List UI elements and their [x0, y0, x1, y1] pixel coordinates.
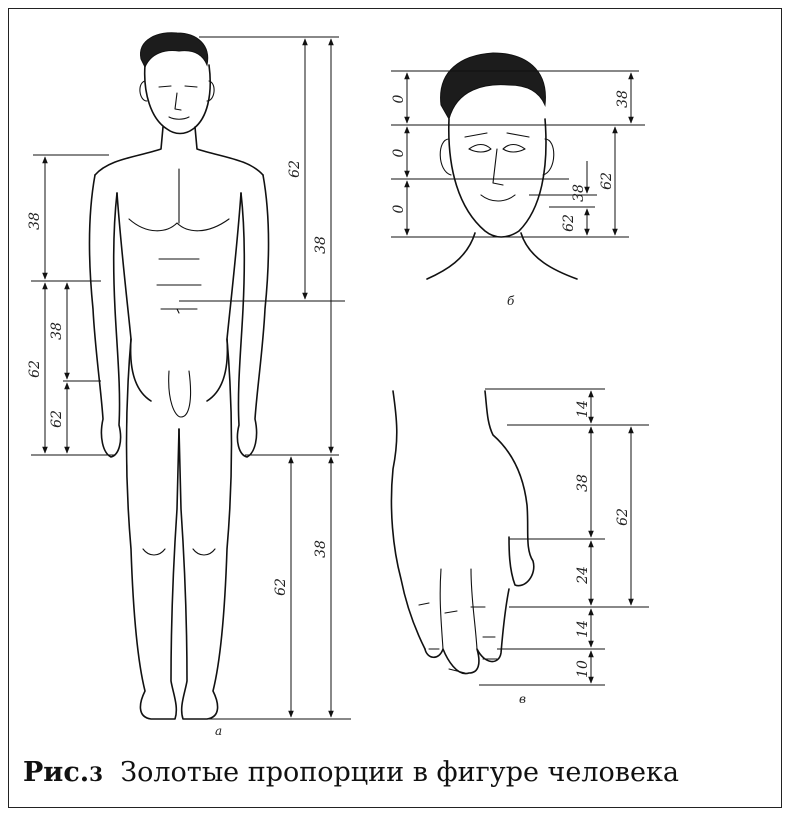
- figure-frame: 38 62 38 62 62 38 62 38 а 0 0 0 38 62: [8, 8, 782, 808]
- body-label-head-hand: 38: [313, 236, 329, 254]
- body-dimensions: 38 62 38 62 62 38 62 38 а: [27, 37, 351, 738]
- head-dimensions: 0 0 0 38 62 38 62 б: [391, 71, 645, 308]
- figure-groin: [169, 371, 191, 417]
- human-figure-drawing: [90, 33, 269, 719]
- caption-fig-label: Рис.: [23, 757, 89, 788]
- figure-left-leg: [127, 339, 180, 719]
- hand-label-phalanx-2: 14: [575, 620, 591, 638]
- hand-label-palm: 38: [575, 474, 591, 492]
- caption-fig-number: 3: [89, 762, 103, 786]
- hand-label-wrist: 14: [575, 400, 591, 418]
- head-ears: [440, 139, 554, 175]
- head-hair: [441, 53, 546, 119]
- figure-head: [145, 65, 211, 134]
- figure-hair: [141, 33, 208, 67]
- body-label-head-navel: 62: [287, 160, 303, 178]
- hand-label-palm-finger: 62: [615, 508, 631, 526]
- figure-chest-abdomen: [129, 169, 229, 313]
- body-label-navel-hand: 62: [27, 360, 43, 378]
- head-label-chin: 0: [391, 204, 407, 213]
- head-label-lip-upper: 38: [571, 184, 587, 202]
- head-neck: [427, 233, 577, 279]
- head-label-crown-brow: 38: [615, 90, 631, 108]
- head-label-brow-chin: 62: [599, 172, 615, 190]
- panel-letter-a: а: [215, 724, 222, 738]
- body-label-wrist-finger: 62: [49, 410, 65, 428]
- figure-caption: Рис.3 Золотые пропорции в фигуре человек…: [23, 757, 679, 788]
- head-outline: [449, 119, 546, 237]
- head-face: [465, 133, 529, 201]
- hand-left-edge: [391, 391, 425, 649]
- body-label-hand-foot: 62: [273, 578, 289, 596]
- body-label-shoulder-navel: 38: [27, 212, 43, 230]
- head-drawing: [427, 53, 577, 279]
- panel-letter-b: б: [507, 294, 515, 308]
- body-label-hand-floor: 38: [313, 540, 329, 558]
- hand-label-phalanx-3: 10: [575, 660, 591, 678]
- hand-label-phalanx-1: 24: [575, 566, 591, 585]
- caption-text: Золотые пропорции в фигуре человека: [120, 757, 679, 788]
- golden-proportions-diagram: 38 62 38 62 62 38 62 38 а 0 0 0 38 62: [9, 9, 781, 807]
- hand-thumb: [485, 391, 534, 586]
- hand-dimensions: 14 38 24 14 10 62 в: [479, 389, 649, 706]
- figure-right-arm: [237, 175, 268, 457]
- hand-fingers: [425, 589, 509, 674]
- head-label-forehead: 0: [391, 94, 407, 103]
- hand-drawing: [391, 391, 533, 674]
- figure-left-arm: [90, 175, 121, 457]
- panel-letter-c: в: [519, 692, 526, 706]
- figure-face: [159, 86, 197, 119]
- figure-ears: [140, 81, 214, 101]
- figure-knees: [143, 549, 215, 555]
- hand-knuckles: [419, 569, 495, 649]
- head-label-lip-chin: 62: [561, 214, 577, 232]
- figure-right-leg: [179, 339, 232, 719]
- body-label-navel-wrist: 38: [49, 322, 65, 340]
- head-label-nose: 0: [391, 148, 407, 157]
